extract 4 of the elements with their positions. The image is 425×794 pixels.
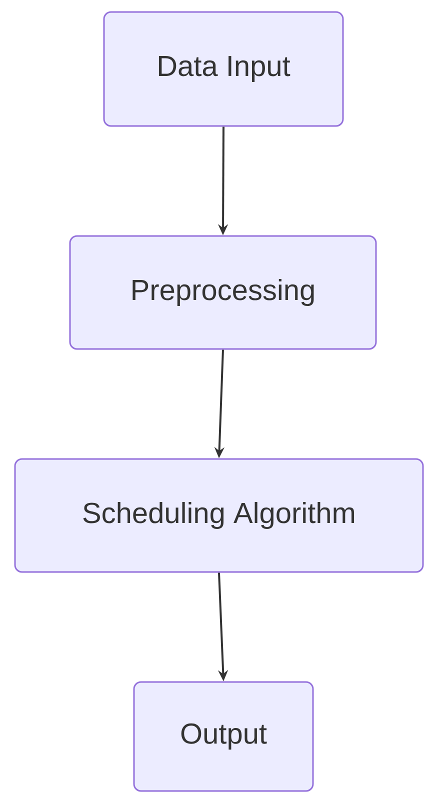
- process-box: Data Input: [103, 11, 344, 127]
- process-box: Output: [133, 681, 314, 792]
- process-box: Scheduling Algorithm: [14, 458, 424, 573]
- process-box: Preprocessing: [69, 235, 377, 350]
